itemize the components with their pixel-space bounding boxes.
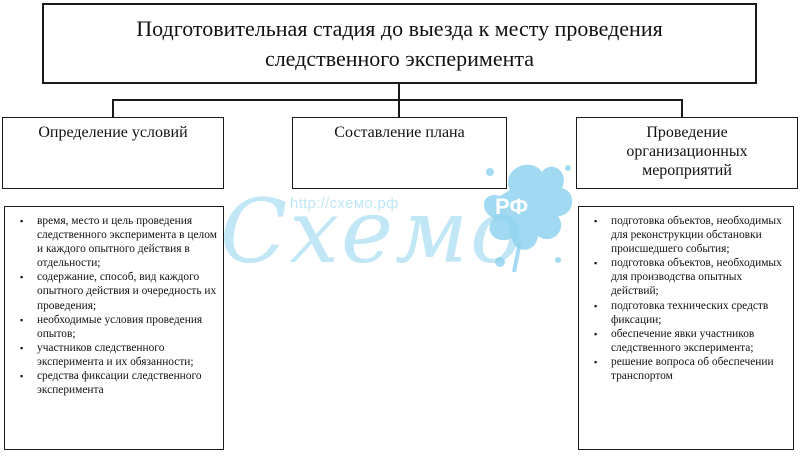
heading-organization-line2: организационных: [626, 143, 748, 160]
organization-list: подготовка объектов, необходимых для рек…: [589, 214, 787, 383]
heading-organization-line1: Проведение: [646, 124, 728, 141]
connector-horizontal: [112, 99, 682, 101]
list-item: содержание, способ, вид каждого опытного…: [20, 270, 217, 312]
list-item: необходимые условия проведения опытов;: [20, 313, 217, 341]
heading-box-conditions: Определение условий: [2, 117, 224, 189]
watermark-badge: РФ: [495, 194, 529, 219]
list-item: подготовка объектов, необходимых для рек…: [594, 214, 787, 256]
diagram-title-box: Подготовительная стадия до выезда к мест…: [42, 3, 757, 84]
list-item: решение вопроса об обеспечении транспорт…: [594, 355, 787, 383]
connector-center-down: [398, 99, 400, 117]
watermark-word: Схемо: [220, 180, 525, 283]
list-item: подготовка объектов, необходимых для про…: [594, 256, 787, 298]
connector-title-down: [398, 84, 400, 100]
conditions-list: время, место и цель проведения следствен…: [15, 214, 217, 397]
list-item: обеспечение явки участников следственног…: [594, 327, 787, 355]
heading-box-plan: Составление плана: [292, 117, 507, 189]
watermark-url: http://схемо.рф: [290, 195, 399, 212]
connector-left-down: [112, 99, 114, 117]
heading-plan-label: Составление плана: [334, 124, 465, 141]
list-item: средства фиксации следственного эксперим…: [20, 369, 217, 397]
heading-conditions-label: Определение условий: [38, 124, 188, 141]
list-item: участников следственного эксперимента и …: [20, 341, 217, 369]
list-item: подготовка технических средств фиксации;: [594, 299, 787, 327]
list-box-organization: подготовка объектов, необходимых для рек…: [578, 206, 794, 450]
connector-right-down: [681, 99, 683, 117]
heading-organization-line3: мероприятий: [642, 162, 732, 179]
diagram-title-line1: Подготовительная стадия до выезда к мест…: [136, 15, 663, 41]
list-item: время, место и цель проведения следствен…: [20, 214, 217, 270]
diagram-title-line2: следственного эксперимента: [264, 45, 535, 71]
heading-box-organization: Проведение организационных мероприятий: [576, 117, 798, 189]
list-box-conditions: время, место и цель проведения следствен…: [4, 206, 224, 450]
